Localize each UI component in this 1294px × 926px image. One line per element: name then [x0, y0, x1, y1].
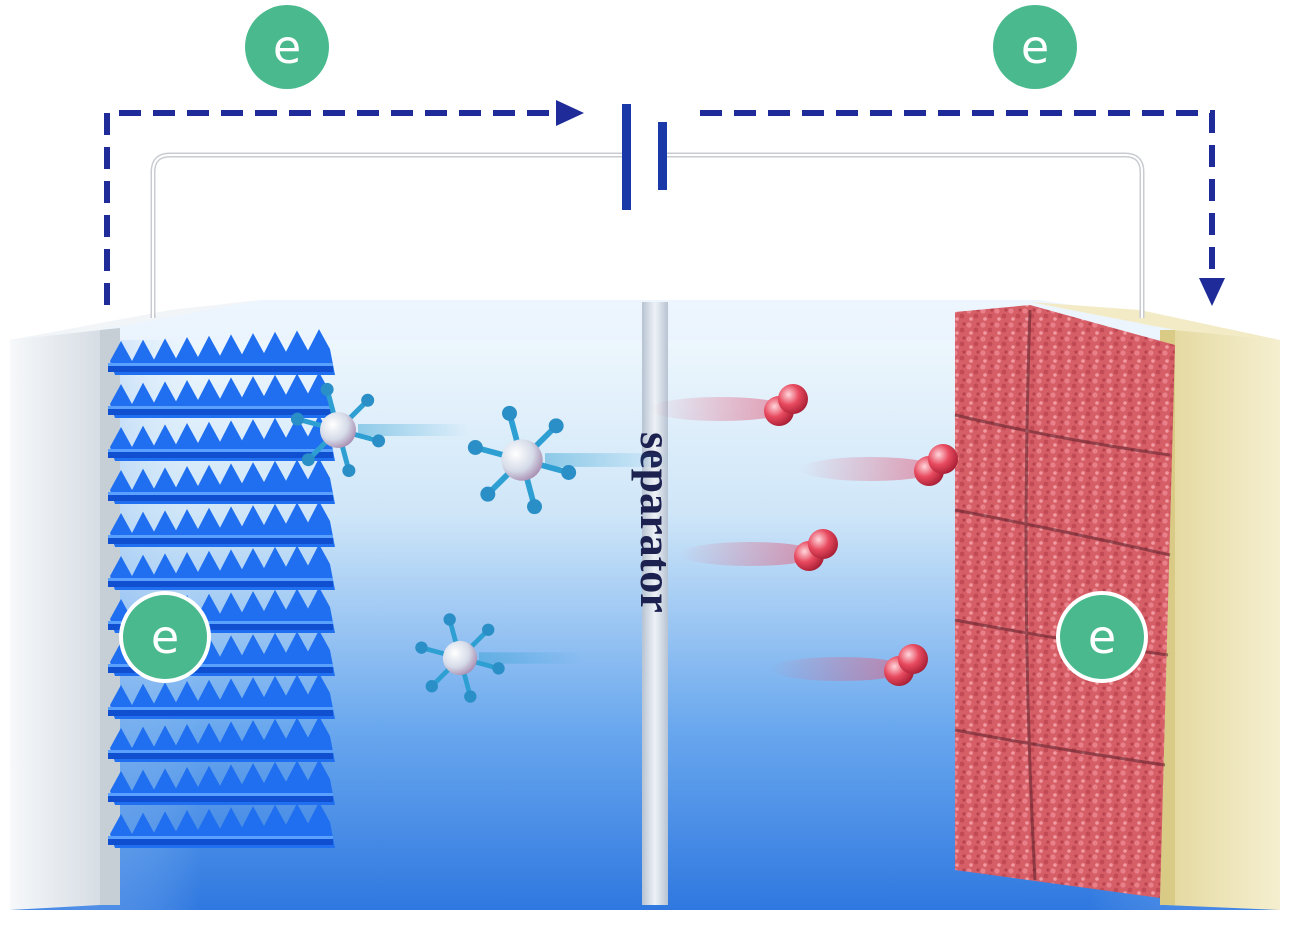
anode-fin: [108, 415, 335, 461]
external-wire-highlight: [152, 154, 1143, 318]
anode-fin: [108, 673, 335, 719]
cation-icon: [770, 644, 928, 686]
electron-badge-top-left: e: [245, 5, 329, 89]
electron-badge-anode: e: [119, 591, 211, 683]
anode-fin: [108, 329, 335, 375]
flow-arrow-icon: [104, 110, 1215, 305]
anode-fin: [108, 372, 335, 418]
cation-icon: [650, 384, 808, 426]
electron-symbol: e: [273, 20, 301, 74]
electron-symbol: e: [1021, 20, 1049, 74]
cations: [650, 384, 958, 686]
anode-fin: [108, 544, 335, 590]
anode-fin: [108, 458, 335, 504]
cathode-material: [954, 305, 1175, 898]
anode-fin: [108, 501, 335, 547]
electron-symbol: e: [1088, 610, 1116, 664]
anode-fin: [108, 802, 335, 848]
anode-fin: [108, 716, 335, 762]
anion-icon: [467, 405, 672, 515]
anode-fins: [108, 329, 335, 848]
electron-badge-top-right: e: [993, 5, 1077, 89]
anode-fin: [108, 759, 335, 805]
anode-current-collector: [10, 300, 260, 910]
anion-icon: [415, 613, 584, 703]
cation-icon: [680, 529, 838, 571]
cation-icon: [800, 444, 958, 486]
flow-arrow-head-left: [556, 100, 584, 126]
external-wire: [150, 152, 1145, 318]
electron-badge-cathode: e: [1056, 591, 1148, 683]
flow-arrow-head-right: [1199, 278, 1225, 306]
anion-icon: [290, 382, 468, 478]
electron-symbol: e: [151, 610, 179, 664]
battery-symbol-icon: [622, 104, 667, 210]
anions: [290, 382, 672, 703]
